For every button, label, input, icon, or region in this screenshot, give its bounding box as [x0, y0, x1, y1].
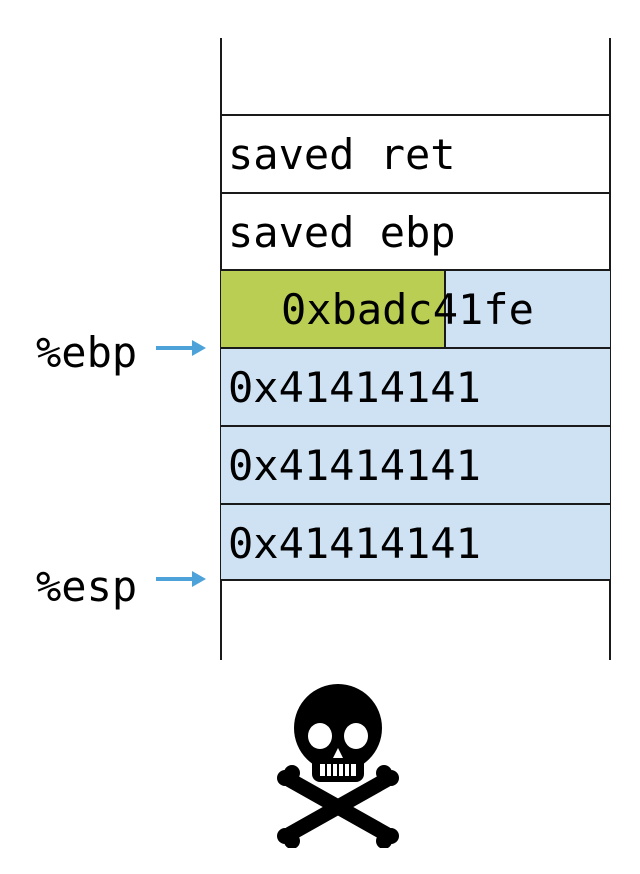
ebp-label: %ebp	[36, 328, 138, 377]
slot-label: 0xbadc41fe	[281, 285, 534, 334]
stack-slot-buffer-3: 0x41414141	[221, 503, 610, 581]
slot-label: 0x41414141	[228, 363, 481, 412]
skull-crossbones-icon	[277, 684, 399, 848]
slot-label: saved ebp	[228, 208, 456, 257]
stack-slot-saved-ret: saved ret	[221, 114, 610, 192]
stack-slot-buffer-2: 0x41414141	[221, 425, 610, 503]
esp-label: %esp	[36, 562, 138, 611]
stack-slot-buffer-1: 0x41414141	[221, 347, 610, 425]
slot-label: 0x41414141	[228, 441, 481, 490]
stack-slot-saved-ebp: saved ebp	[221, 192, 610, 270]
stack-slot-corrupted-ebp: 0xbadc41fe	[221, 269, 610, 347]
stack-right-border	[609, 38, 611, 660]
ebp-arrow-icon	[156, 340, 206, 356]
esp-arrow-icon	[156, 571, 206, 587]
slot-label: saved ret	[228, 130, 456, 179]
slot-label: 0x41414141	[228, 519, 481, 568]
partial-overwrite-region	[221, 271, 446, 347]
